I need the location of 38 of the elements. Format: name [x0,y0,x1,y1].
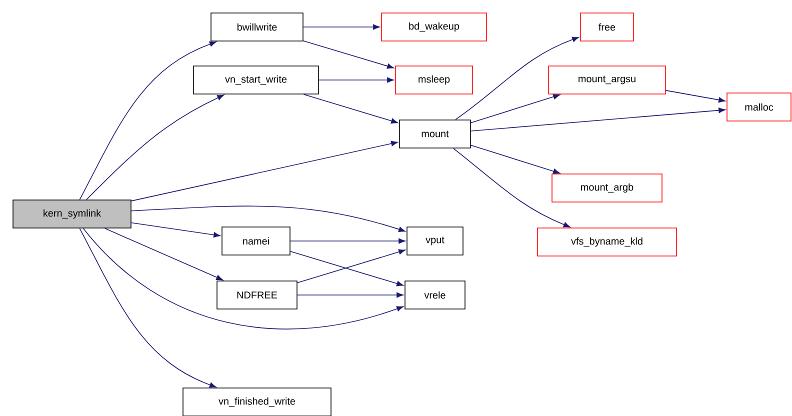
arrow [470,144,560,174]
arrow [131,140,398,202]
function-box: malloc [726,92,792,122]
function-box: free [580,12,634,42]
function-box: vfs_byname_kld [537,228,677,256]
function-box: vn_finished_write [182,388,332,416]
function-box: vrele [404,280,466,310]
function-box: msleep [395,66,473,94]
function-box: vn_start_write [193,66,319,94]
arrow [470,94,560,124]
arrow [290,238,406,244]
arrow [297,292,404,298]
function-box: bwillwrite [210,12,304,42]
arrow [79,228,216,388]
arrow [79,41,216,200]
function-box: kern_symlink [12,200,132,228]
function-box: vput [406,226,464,256]
arrow [470,108,726,132]
arrow [131,206,406,232]
arrow [318,77,394,83]
function-box: namei [222,226,290,256]
arrow [131,222,220,238]
function-box: bd_wakeup [381,12,487,42]
arrow [104,228,223,280]
arrow [82,228,404,330]
arrow [86,94,224,200]
arrow [297,249,406,284]
arrow [290,250,404,286]
arrow [666,90,726,103]
arrow [303,94,398,124]
arrow [303,24,380,30]
function-box: mount_argsu [548,66,666,94]
function-box: mount [399,120,471,148]
arrow [455,36,579,120]
arrow [303,40,394,69]
function-box: mount_argb [552,174,662,202]
arrow [453,148,570,228]
function-box: NDFREE [216,280,298,310]
